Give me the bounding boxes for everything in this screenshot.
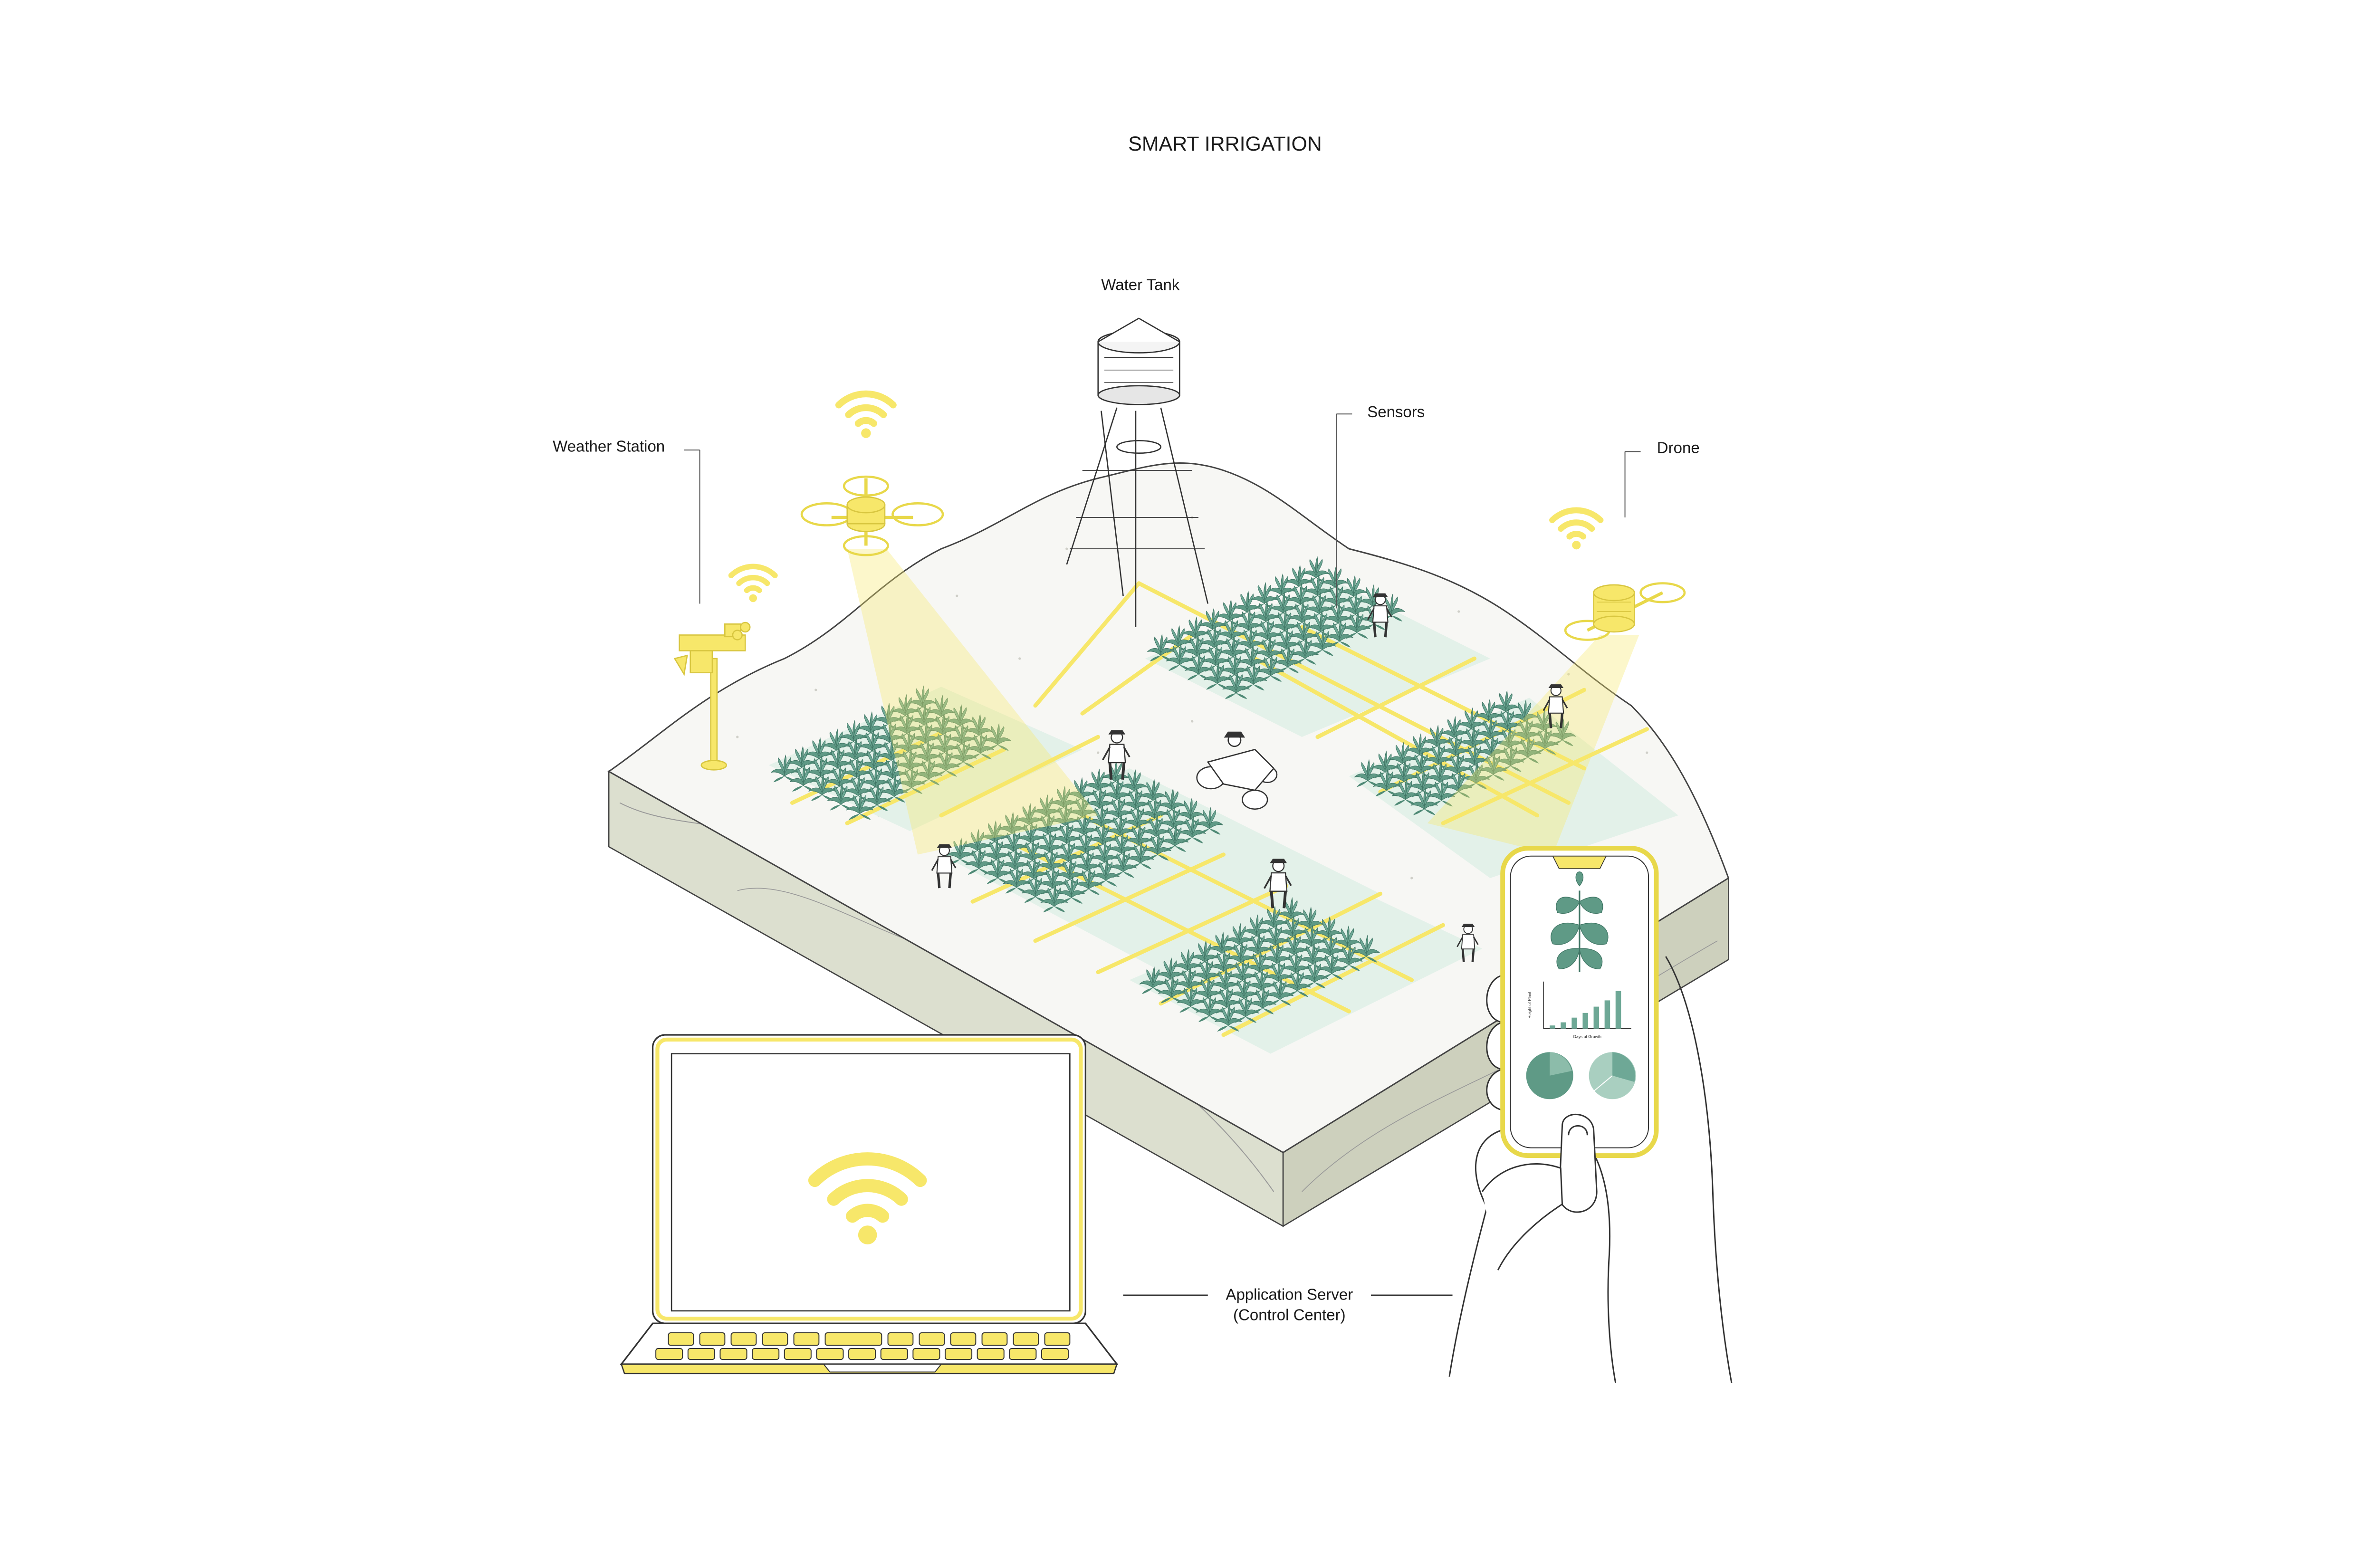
phone-bar xyxy=(1594,1007,1600,1029)
keyboard-key xyxy=(763,1333,788,1345)
keyboard-key xyxy=(720,1348,747,1359)
keyboard-key xyxy=(752,1348,779,1359)
keyboard-key xyxy=(825,1333,882,1345)
app-server-sublabel: (Control Center) xyxy=(1233,1306,1346,1324)
keyboard-key xyxy=(977,1348,1004,1359)
keyboard-key xyxy=(794,1333,819,1345)
app-server-label: Application Server xyxy=(1226,1286,1353,1303)
wifi-icon xyxy=(731,566,775,602)
keyboard-key xyxy=(688,1348,715,1359)
keyboard-key xyxy=(731,1333,757,1345)
page-title: SMART IRRIGATION xyxy=(1128,133,1322,155)
drone-left xyxy=(802,394,943,555)
keyboard-key xyxy=(656,1348,682,1359)
water-tank-label: Water Tank xyxy=(1101,276,1180,294)
sensors-label: Sensors xyxy=(1367,403,1425,421)
keyboard-key xyxy=(913,1348,939,1359)
phone-bar xyxy=(1605,1000,1610,1028)
keyboard-key xyxy=(1042,1348,1068,1359)
phone-bar xyxy=(1550,1025,1555,1029)
keyboard-key xyxy=(849,1348,875,1359)
keyboard-key xyxy=(700,1333,725,1345)
wifi-icon xyxy=(1552,510,1600,549)
drone-icon xyxy=(1565,583,1685,640)
wifi-icon xyxy=(839,394,893,438)
drone-label: Drone xyxy=(1657,439,1700,457)
keyboard-key xyxy=(888,1333,913,1345)
keyboard-key xyxy=(1009,1348,1036,1359)
phone-bar xyxy=(1582,1013,1588,1029)
laptop-icon xyxy=(622,1035,1117,1374)
keyboard-key xyxy=(1014,1333,1039,1345)
keyboard-key xyxy=(785,1348,811,1359)
weather-station-label: Weather Station xyxy=(553,437,665,455)
keyboard-key xyxy=(669,1333,694,1345)
drone-icon xyxy=(802,477,943,555)
keyboard-key xyxy=(920,1333,945,1345)
phone-bar xyxy=(1561,1023,1566,1029)
phone-chart-ylabel: Height of Plant xyxy=(1527,992,1532,1019)
keyboard-key xyxy=(1045,1333,1070,1345)
drone-right xyxy=(1552,451,1685,640)
phone-chart-xlabel: Days of Growth xyxy=(1573,1034,1601,1039)
keyboard-key xyxy=(982,1333,1007,1345)
keyboard-key xyxy=(881,1348,908,1359)
phone-bar xyxy=(1616,991,1621,1029)
keyboard-key xyxy=(945,1348,972,1359)
keyboard-key xyxy=(816,1348,843,1359)
phone-bar xyxy=(1571,1018,1577,1029)
keyboard-key xyxy=(951,1333,976,1345)
smartphone-icon: Height of Plant Days of Growth xyxy=(1503,848,1656,1156)
